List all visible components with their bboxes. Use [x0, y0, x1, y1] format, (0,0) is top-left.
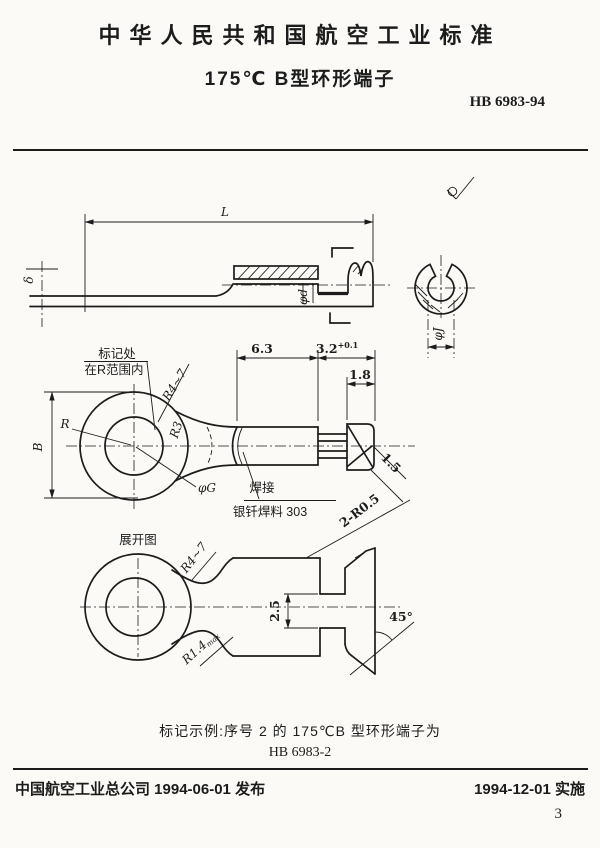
dim-3-2-label: 3.2: [316, 341, 338, 356]
barrel-hatching: [237, 265, 319, 280]
designation-example-line2: HB 6983-2: [268, 745, 332, 760]
designation-example-line1: 标记示例:序号 2 的 175℃B 型环形端子为: [159, 723, 441, 739]
dim-2-R0-5-label: 2-R0.5: [336, 491, 382, 531]
ring-section-view: φJ: [407, 255, 478, 358]
end-piece: [346, 423, 375, 471]
dim-phi-d-label: φd: [296, 289, 310, 305]
developed-plate: [232, 557, 346, 657]
developed-dim-R4-7-label: R4~7: [177, 539, 210, 576]
dim-phi-G: φG: [135, 446, 216, 495]
c-ring-outline: [414, 263, 468, 315]
dim-45-label: 45°: [389, 609, 413, 624]
dim-1-8: 1.8: [346, 367, 376, 420]
dim-delta-label: δ: [22, 276, 36, 283]
plan-neck: [174, 410, 238, 482]
curled-end: [347, 260, 374, 294]
dim-2-5-label: 2.5: [267, 600, 282, 622]
dim-delta: δ: [22, 261, 58, 327]
dim-R4-7-label: R4~7: [159, 366, 190, 404]
transition-strip: [317, 433, 348, 459]
tongue: φd: [296, 283, 348, 305]
dim-B-label: B: [31, 442, 45, 452]
surface-finish-icon: [446, 176, 475, 200]
dim-phi-J: φJ: [427, 300, 455, 358]
weld-note-line2: 银钎焊料 303: [233, 504, 307, 519]
issuing-organization: 中国航空工业总公司 1994-06-01 发布: [15, 781, 266, 798]
dim-L-label: L: [220, 205, 229, 219]
standard-name: 中华人民共和国航空工业标准: [98, 23, 502, 48]
dim-2-5: 2.5: [267, 593, 318, 629]
section-cut-marks: [329, 247, 354, 324]
dim-R4-7: R4~7: [157, 363, 190, 423]
dim-3-2-tolerance: +0.1: [338, 340, 359, 350]
implementation-date: 1994-12-01 实施: [474, 781, 585, 798]
dim-45: 45°: [349, 609, 415, 676]
marking-note-line1: 标记处: [98, 347, 136, 361]
crimp-barrel-section: [233, 265, 319, 285]
dim-1-5-label: 1.5: [378, 450, 404, 476]
plan-view: 标记处 在R范围内 B R φG R4~7: [31, 340, 415, 559]
weld-note-line1: 焊接: [249, 480, 275, 495]
svg-text:3.2+0.1: 3.2+0.1: [316, 340, 358, 356]
header-divider: [13, 149, 588, 151]
dim-1-8-label: 1.8: [349, 367, 371, 382]
dim-1-5: 1.5: [370, 446, 407, 503]
marking-note: 标记处 在R范围内: [84, 347, 156, 431]
developed-view-title: 展开图: [119, 533, 157, 547]
developed-flare: [344, 547, 376, 675]
footer-divider: [13, 768, 588, 770]
dim-R1-4-subscript: max: [204, 631, 222, 649]
side-view: L δ: [22, 205, 392, 327]
dim-6-3-label: 6.3: [251, 341, 273, 356]
standard-code: HB 6983-94: [469, 94, 545, 110]
developed-neck: [171, 557, 234, 657]
dim-R: R: [59, 417, 132, 446]
weld-note: 焊接 银钎焊料 303: [233, 451, 336, 519]
developed-view: 展开图 45°: [80, 533, 415, 676]
dim-B: B: [31, 391, 138, 499]
developed-dim-R4-7: R4~7: [177, 539, 217, 581]
dim-R3-label: R3: [167, 419, 186, 440]
marking-note-line2: 在R范围内: [84, 363, 143, 377]
terminal-side-outline: [29, 281, 374, 308]
dim-phi-G-label: φG: [198, 481, 216, 495]
document-title: 175℃ B型环形端子: [204, 69, 396, 90]
page-number: 3: [554, 806, 563, 822]
dim-phi-J-label: φJ: [431, 326, 445, 340]
dim-R-label: R: [59, 417, 69, 431]
dim-6-3: 6.3: [236, 341, 319, 421]
